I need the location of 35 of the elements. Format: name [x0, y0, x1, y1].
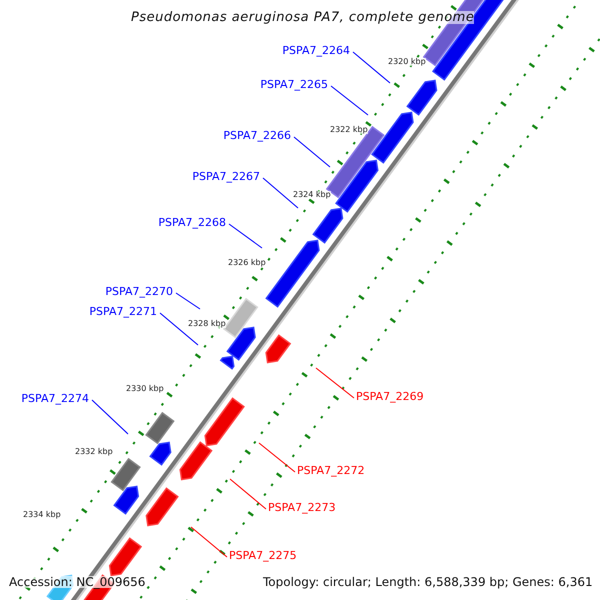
leader-line [294, 136, 330, 168]
tick-label: 2328 kbp [188, 320, 226, 328]
leader-line [228, 224, 262, 248]
tick-label: 2322 kbp [330, 126, 368, 134]
gene-label: PSPA7_2267 [192, 171, 260, 182]
tick-label: 2324 kbp [293, 191, 331, 199]
gene-label: PSPA7_2264 [282, 45, 350, 56]
accession-text: Accession: NC_009656 [9, 576, 146, 588]
map-title: Pseudomonas aeruginosa PA7, complete genome [131, 11, 474, 24]
leader-line [160, 312, 198, 346]
leader-line [92, 400, 128, 434]
gene-label: PSPA7_2272 [297, 465, 365, 476]
gene-label: PSPA7_2271 [89, 306, 157, 317]
leader-line [316, 368, 354, 398]
leader-line [190, 526, 228, 558]
leader-line [330, 86, 368, 116]
tick-label: 2330 kbp [126, 385, 164, 393]
tick-label: 2334 kbp [23, 511, 61, 519]
gene-label: PSPA7_2269 [356, 391, 424, 402]
leader-line [262, 178, 298, 208]
gene-label: PSPA7_2265 [260, 79, 328, 90]
tick-label: 2326 kbp [228, 259, 266, 267]
gene-label: PSPA7_2275 [229, 550, 297, 561]
gene-label: PSPA7_2274 [21, 393, 89, 404]
tick-label: 2332 kbp [75, 448, 113, 456]
gene-label: PSPA7_2270 [105, 286, 173, 297]
tick-label: 2320 kbp [388, 58, 426, 66]
gene-label: PSPA7_2268 [158, 217, 226, 228]
leader-line [352, 52, 390, 84]
gene-label: PSPA7_2266 [223, 130, 291, 141]
genome-summary-text: Topology: circular; Length: 6,588,339 bp; Genes: 6,361 [263, 576, 593, 588]
gene-label: PSPA7_2273 [268, 502, 336, 513]
leader-line [258, 442, 296, 472]
leader-line [230, 478, 266, 510]
leader-line [176, 292, 200, 310]
